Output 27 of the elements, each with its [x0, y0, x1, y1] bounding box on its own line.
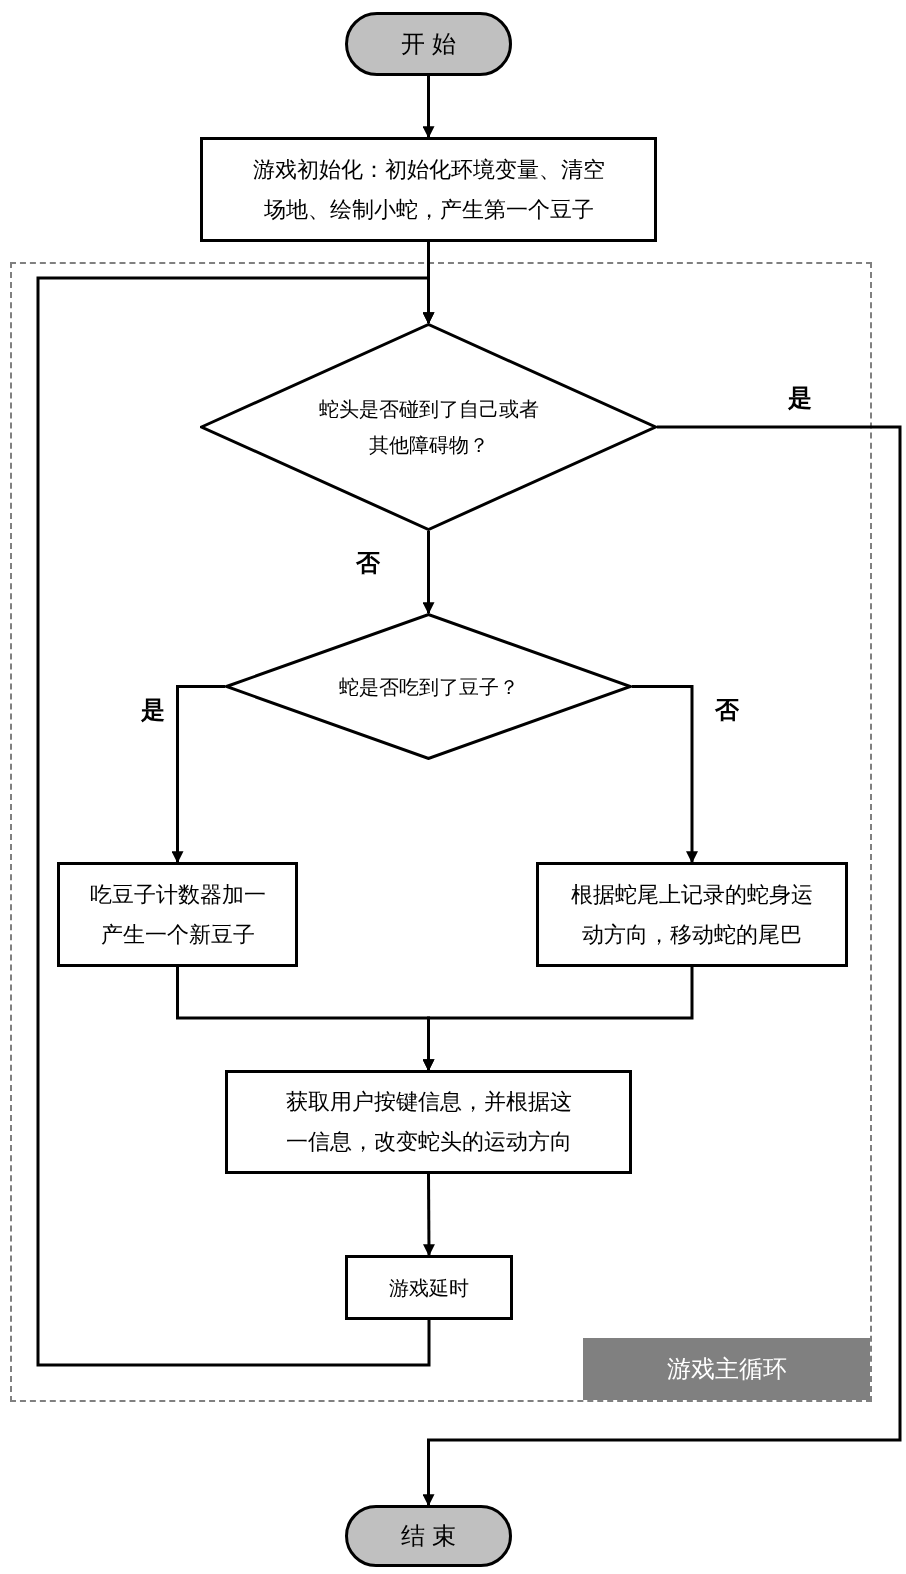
node-text: 游戏初始化：初始化环境变量、清空场地、绘制小蛇，产生第一个豆子	[251, 155, 606, 224]
group-label: 游戏主循环	[583, 1338, 870, 1400]
terminal-pill	[345, 1505, 512, 1567]
terminal-pill	[345, 12, 512, 76]
node-text: 开 始	[400, 29, 457, 60]
arrow	[632, 685, 698, 864]
process-box	[345, 1255, 513, 1320]
decision-diamond	[225, 613, 632, 760]
node-text: 蛇头是否碰到了自己或者其他障碍物？	[317, 396, 540, 459]
process-box	[57, 862, 298, 967]
node-text: 获取用户按键信息，并根据这一信息，改变蛇头的运动方向	[284, 1088, 573, 1156]
node-text: 游戏延时	[389, 1274, 469, 1302]
arrow	[422, 425, 902, 1507]
process-box	[225, 1070, 632, 1174]
arrow	[422, 531, 435, 615]
arrow	[171, 685, 225, 864]
process-box	[536, 862, 848, 967]
node-text: 蛇是否吃到了豆子？	[337, 673, 520, 701]
loop-region	[10, 262, 872, 1402]
decision-diamond	[200, 323, 657, 531]
process-box	[200, 137, 657, 242]
node-text: 根据蛇尾上记录的蛇身运动方向，移动蛇的尾巴	[570, 880, 814, 949]
node-text: 吃豆子计数器加一产生一个新豆子	[88, 880, 267, 949]
arrow	[36, 276, 435, 1367]
arrow	[422, 76, 435, 139]
node-text: 结 束	[400, 1521, 457, 1552]
arrow	[422, 1174, 435, 1257]
